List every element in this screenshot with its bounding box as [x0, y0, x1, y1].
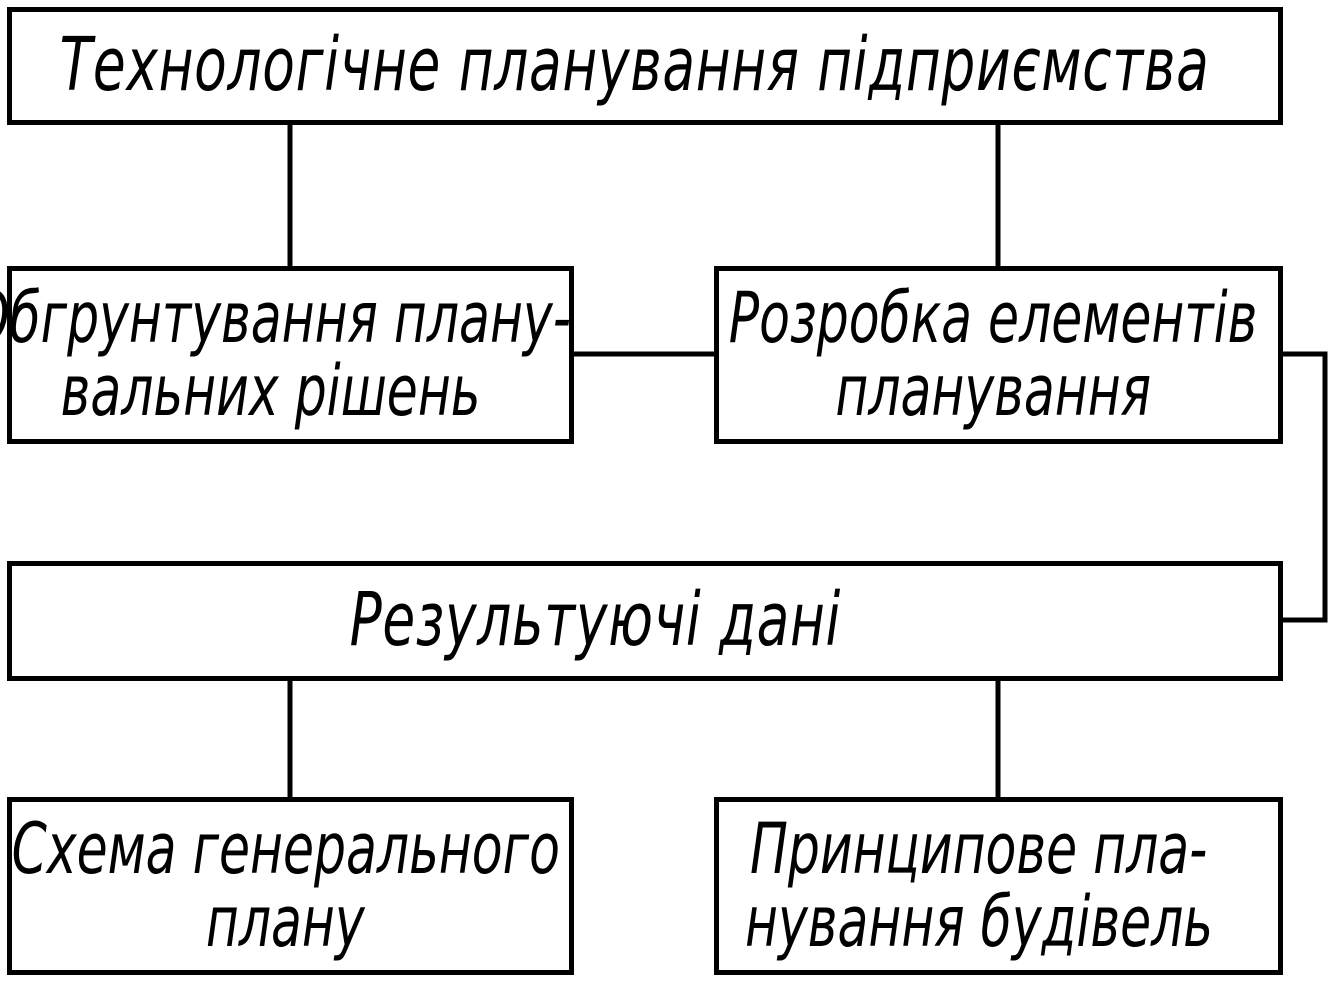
box-general-plan-scheme-line1: Схема генерального — [11, 807, 560, 890]
box-building-planning-line1: Принципове пла- — [749, 807, 1208, 890]
box-general-plan-scheme: Схема генерального плану — [7, 797, 574, 975]
box-result-data-label: Результуючі дані — [349, 577, 841, 664]
box-result-data: Результуючі дані — [7, 561, 1283, 681]
box-planning-justification: Обгрунтування плану- вальних рішень — [0, 266, 574, 444]
connector-development-to-result — [1283, 351, 1328, 623]
box-building-planning: Принципове пла- нування будівель — [714, 797, 1283, 975]
box-planning-elements-line1: Розробка елементів — [729, 276, 1258, 359]
box-planning-elements: Розробка елементів планування — [714, 266, 1283, 444]
box-planning-elements-line2: планування — [835, 350, 1152, 432]
box-enterprise-planning: Технологічне планування підприємства — [7, 7, 1283, 125]
box-enterprise-planning-label: Технологічне планування підприємства — [60, 22, 1210, 109]
box-planning-justification-line2: вальних рішень — [60, 350, 481, 432]
box-general-plan-scheme-line2: плану — [206, 881, 365, 963]
box-planning-justification-line1: Обгрунтування плану- — [0, 276, 572, 359]
box-building-planning-line2: нування будівель — [744, 881, 1213, 963]
